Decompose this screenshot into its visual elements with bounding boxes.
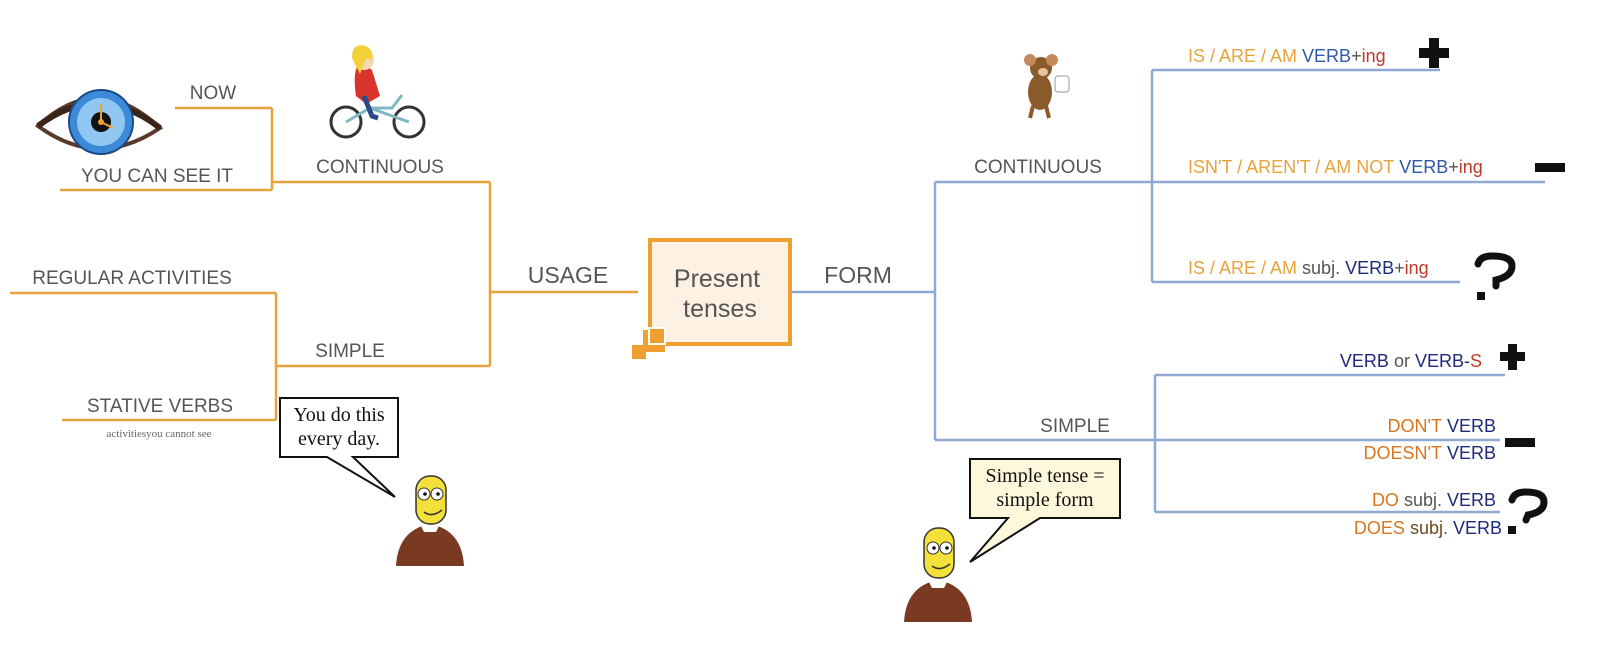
usage-label[interactable]: USAGE: [528, 262, 609, 288]
speech-bubble-left: You do this every day.: [279, 397, 399, 498]
usage-simple-label[interactable]: SIMPLE: [315, 341, 385, 362]
minus-icon: [1505, 438, 1535, 447]
speech-right-line1: Simple tense =: [985, 465, 1104, 487]
question-icon: [1474, 252, 1516, 300]
cartoon-man-icon: [904, 527, 972, 622]
cartoon-man-icon: [396, 475, 464, 566]
minus-icon: [1535, 163, 1565, 172]
form-label[interactable]: FORM: [824, 262, 892, 288]
plus-icon: [1500, 344, 1525, 370]
usage-regular-leaf[interactable]: REGULAR ACTIVITIES: [32, 268, 232, 289]
speech-right-line2: simple form: [996, 489, 1094, 511]
stative-note: activitiesyou cannot see: [106, 428, 211, 440]
form-branch-lines: [790, 68, 1545, 514]
usage-see-leaf[interactable]: YOU CAN SEE IT: [81, 166, 233, 187]
speech-left-line2: every day.: [298, 428, 380, 450]
usage-stative-leaf[interactable]: STATIVE VERBS: [87, 396, 233, 417]
question-icon: [1508, 488, 1548, 534]
form-continuous-label[interactable]: CONTINUOUS: [974, 157, 1102, 178]
plus-icon: [1419, 38, 1449, 68]
center-title-line2: tenses: [683, 295, 757, 323]
center-title-line1: Present: [674, 265, 760, 293]
mouse-icon: [1024, 54, 1070, 119]
usage-branch-lines: [10, 106, 638, 422]
usage-now-leaf[interactable]: NOW: [190, 83, 237, 104]
usage-continuous-label[interactable]: CONTINUOUS: [316, 157, 444, 178]
form-simple-label[interactable]: SIMPLE: [1040, 416, 1110, 437]
speech-bubble-right: Simple tense = simple form: [969, 458, 1121, 563]
center-node[interactable]: Present tenses: [632, 238, 792, 359]
eye-clock-icon: [34, 89, 164, 155]
cyclist-girl-icon: [329, 45, 426, 139]
speech-left-line1: You do this: [293, 404, 385, 426]
